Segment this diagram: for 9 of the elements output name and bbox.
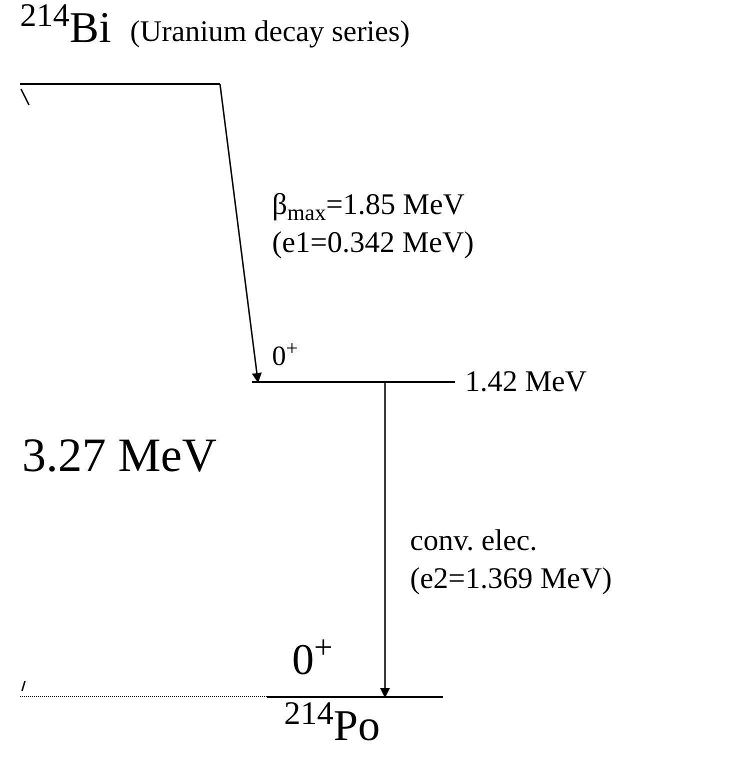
level-label: 0$^{+}$	[272, 340, 298, 374]
arrow	[380, 382, 390, 698]
level-label: (Uranium decay series)	[130, 14, 410, 50]
level-annotation: $^{214}$Po	[284, 700, 380, 752]
level-label: 0$^{+}$	[292, 634, 333, 686]
level-label: $^{214}$Bi	[20, 2, 112, 54]
arrow	[219, 84, 262, 383]
level-annotation: 1.42 MeV	[465, 364, 587, 400]
energy-label: 3.27 MeV	[22, 428, 217, 484]
